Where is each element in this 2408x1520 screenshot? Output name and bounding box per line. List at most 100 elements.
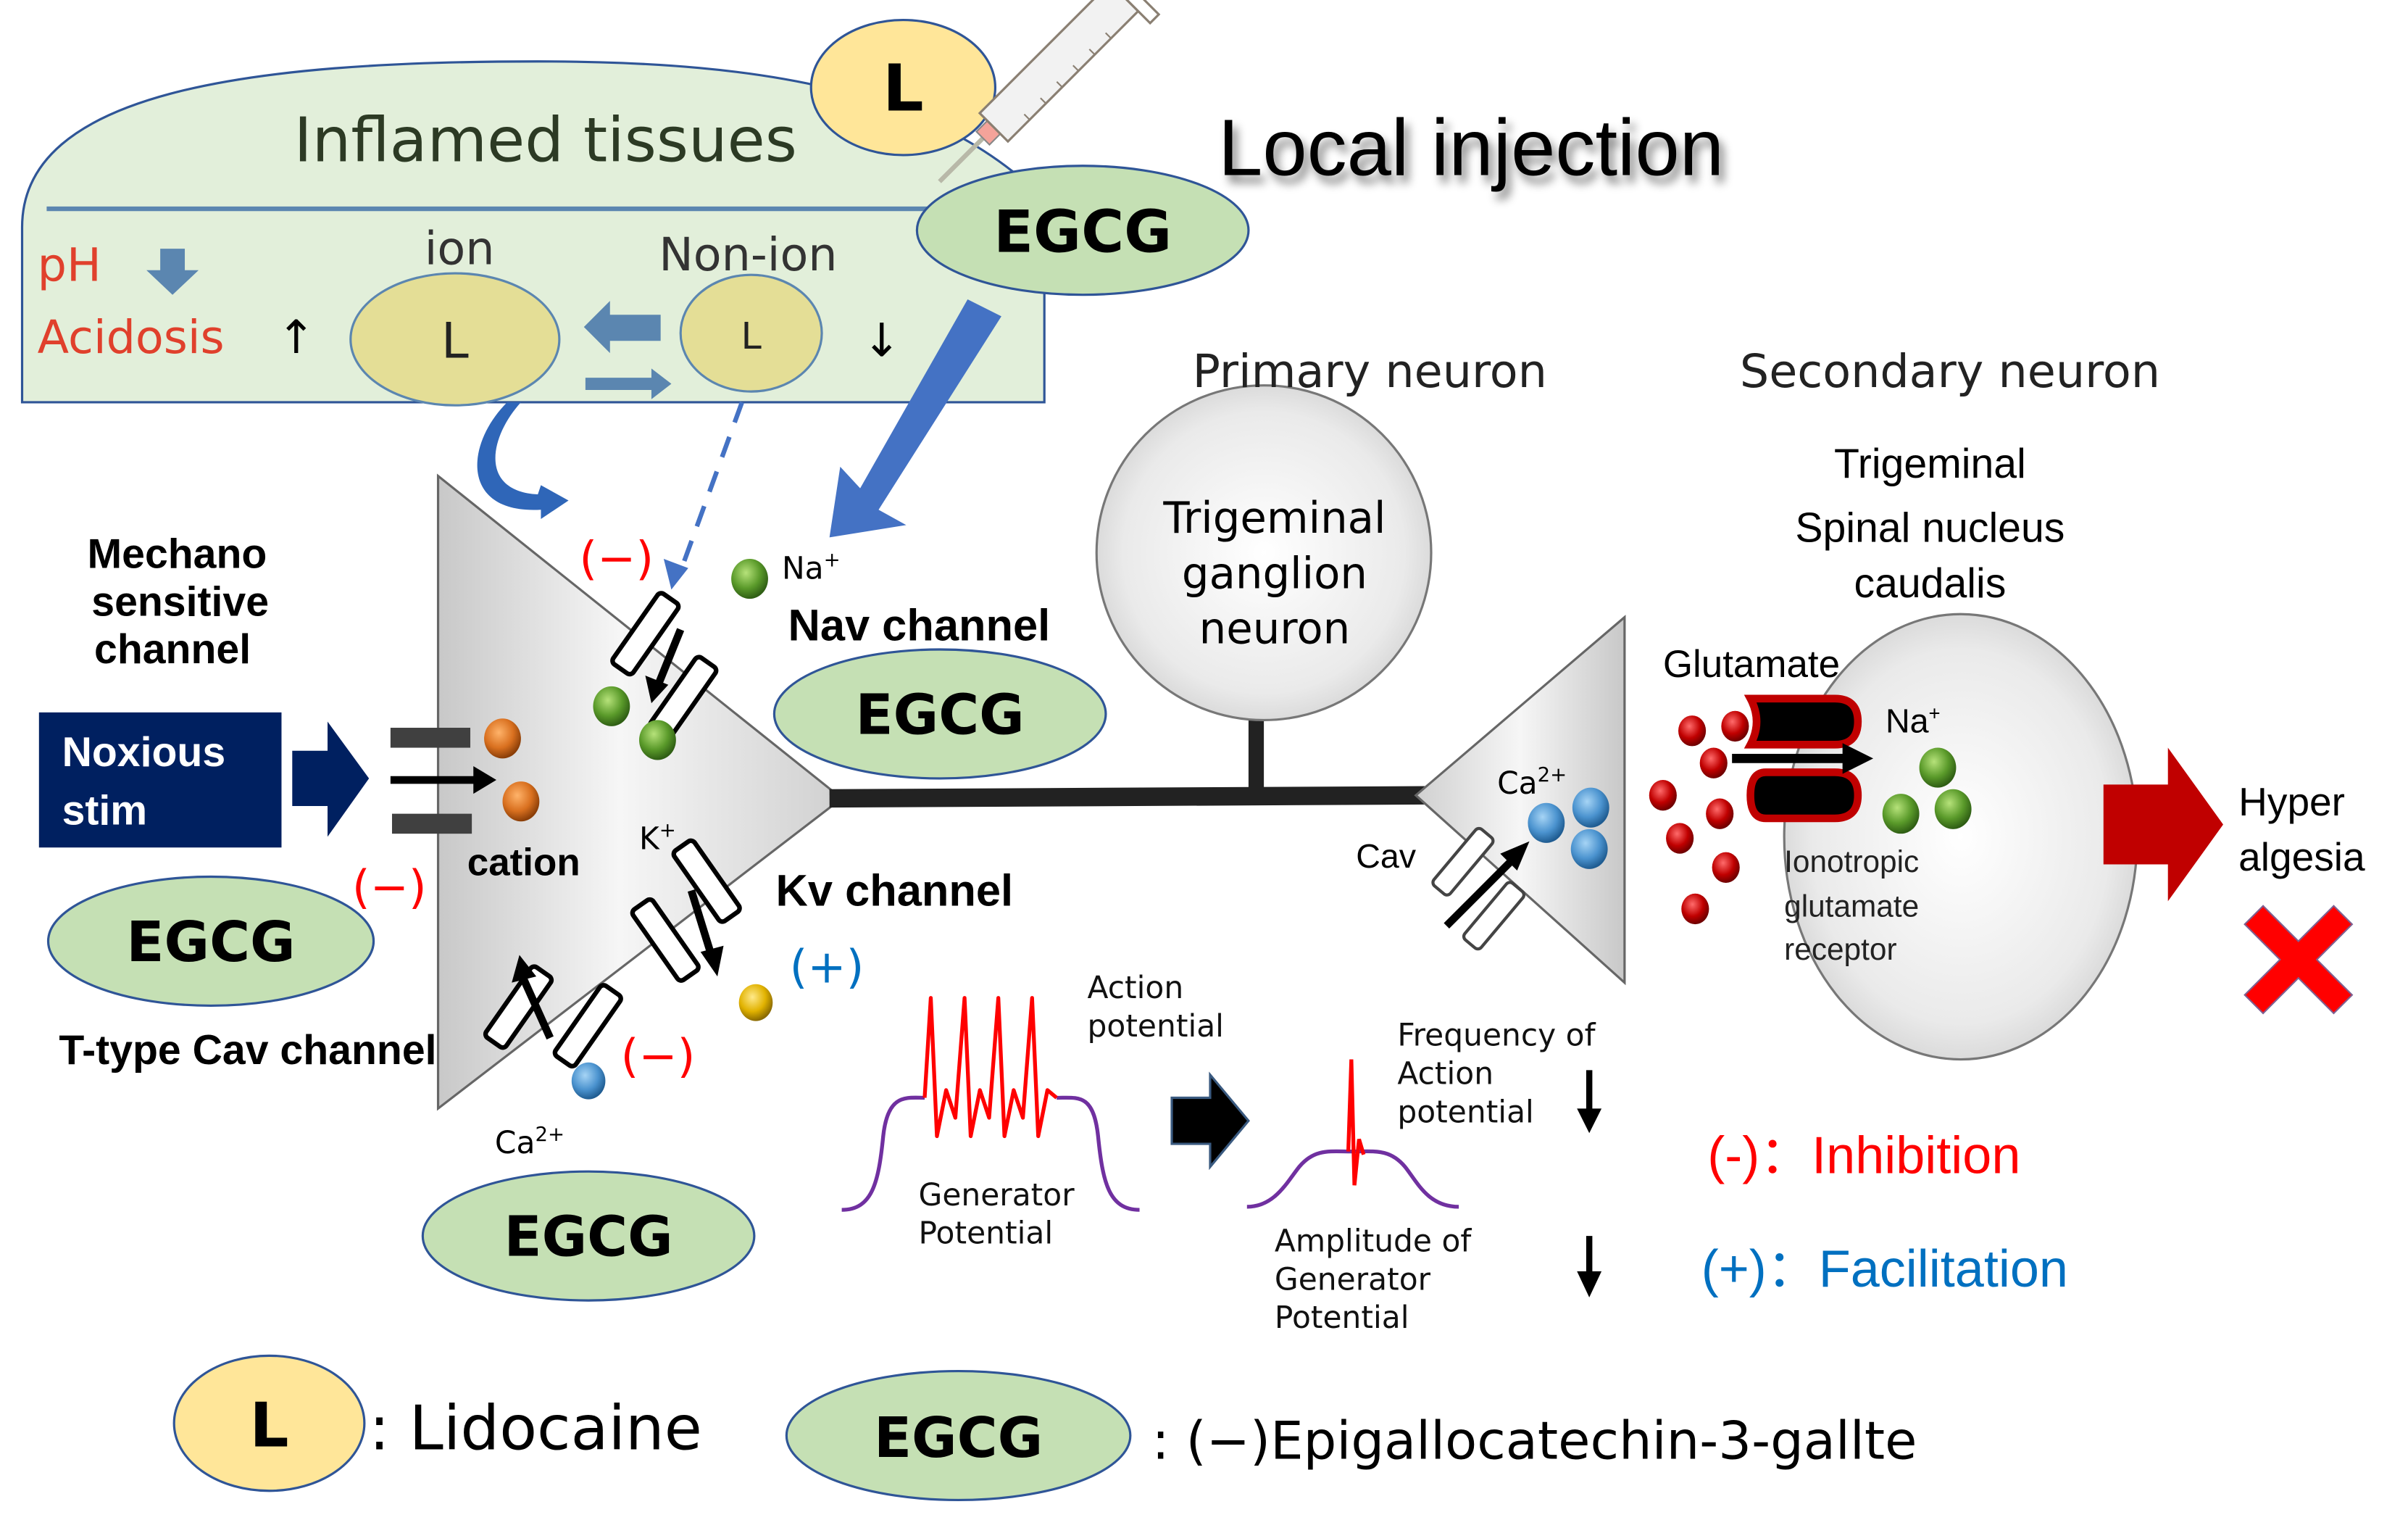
lidocaine-nonion-symbol: L [741, 315, 762, 357]
egcg-ttype-ellipse [421, 1170, 756, 1302]
cation-ball [484, 718, 521, 759]
amplitude-line-1: Amplitude of [1275, 1223, 1472, 1258]
glutamate-ball [1649, 780, 1677, 811]
receptor-top-half [1743, 694, 1862, 749]
receptor-line-1: Ionotropic [1784, 844, 1919, 879]
inflamed-tissues-panel: Inflamed tissues pH Acidosis ↑ ion Non-i… [20, 60, 1046, 407]
kv-flow-arrow-icon [700, 945, 724, 977]
action-potential-burst [922, 996, 1058, 1139]
acidosis-up-arrow-icon: ↑ [277, 310, 315, 364]
ganglion-line-1: Trigeminal [1162, 493, 1386, 543]
legend-facilitation: (+)：Facilitation [1701, 1240, 2068, 1298]
equilibrium-left-arrow-icon [583, 301, 661, 354]
kv-channel-pore [630, 838, 742, 983]
frequency-down-arrow-icon [1577, 1070, 1602, 1134]
hyper-line-1: Hyper [2238, 779, 2345, 824]
secondary-neuron-heading: Secondary neuron [1740, 344, 2160, 398]
axon-line [829, 786, 1428, 808]
glutamate-ball [1699, 747, 1728, 778]
mechano-channel-top [390, 728, 471, 748]
na-ball-inside [639, 720, 676, 760]
egcg-mechano-ellipse [46, 875, 375, 1007]
nonion-down-arrow-icon: ↓ [862, 313, 901, 367]
ttype-cav-label: T-type Cav channel [59, 1027, 436, 1073]
cation-label: cation [467, 841, 580, 884]
nucleus-line-3: caudalis [1854, 560, 2006, 607]
noxious-line-2: stim [62, 787, 148, 834]
k-ion-label: K+ [639, 818, 676, 856]
lidocaine-nonion-ellipse [679, 273, 823, 393]
ttype-flow-line [519, 974, 554, 1040]
ph-down-arrow-icon [146, 249, 199, 295]
legend-egcg-symbol: EGCG [874, 1405, 1043, 1470]
egcg-to-nav-arrow-icon [829, 299, 1001, 538]
glutamate-ball [1666, 823, 1694, 854]
glutamate-ball [1706, 798, 1734, 829]
curved-arrow-icon [477, 402, 569, 519]
ca-ball-outside [571, 1062, 606, 1100]
noxious-arrow-icon [292, 721, 370, 837]
glutamate-ball [1678, 715, 1707, 747]
ca-ion-label: Ca2+ [495, 1123, 564, 1160]
lidocaine-ion-ellipse [349, 272, 561, 407]
na-ball-post [1919, 747, 1957, 788]
glutamate-ball [1712, 852, 1740, 883]
noxious-line-1: Noxious [62, 729, 226, 776]
legend-lidocaine-symbol: L [250, 1389, 289, 1461]
ph-label: pH [38, 238, 101, 292]
ca-ball-presyn [1528, 802, 1565, 843]
receptor-bottom-half [1746, 768, 1862, 823]
glutamate-ball [1681, 893, 1709, 925]
ganglion-line-2: ganglion [1182, 548, 1367, 598]
frequency-line-1: Frequency of [1397, 1017, 1596, 1052]
ca-ball-presyn [1572, 787, 1609, 828]
mechano-channel-bottom [391, 813, 472, 834]
mechano-line-2: sensitive [91, 578, 269, 625]
primary-neuron-heading: Primary neuron [1193, 344, 1547, 398]
ion-label: ion [425, 221, 495, 275]
hyperalgesia-arrow-icon [2103, 747, 2223, 902]
mechano-inhibition-mark: (−) [352, 860, 427, 913]
legend-egcg-ellipse [785, 1369, 1132, 1502]
nucleus-line-2: Spinal nucleus [1795, 505, 2065, 552]
egcg-nav-ellipse [772, 648, 1107, 780]
legend-egcg-label: : (−)Epigallocatechin-3-gallte [1151, 1410, 1917, 1471]
frequency-line-3: potential [1397, 1094, 1533, 1129]
single-action-potential [1346, 1059, 1366, 1186]
glutamate-ball-cluster [1649, 710, 1749, 925]
hyper-line-2: algesia [2238, 834, 2365, 879]
transition-arrow-icon [1170, 1071, 1250, 1171]
dashed-arrow-line [678, 401, 744, 573]
legend-lidocaine-label: : Lidocaine [369, 1392, 702, 1464]
kv-flow-line [687, 889, 715, 957]
local-injection-title: Local injection [1218, 103, 1724, 192]
receptor-line-3: receptor [1784, 932, 1896, 966]
na-ion-label: Na+ [782, 549, 841, 586]
nav-inhibition-mark: (−) [579, 531, 654, 585]
receptor-flow-arrow-icon [1842, 743, 1874, 774]
nav-channel-label: Nav channel [788, 600, 1050, 650]
legend-inhibition: (-)：Inhibition [1707, 1126, 2020, 1184]
lidocaine-top-ellipse [809, 18, 997, 157]
na-ball-outside [731, 559, 768, 599]
nav-flow-arrow-icon [645, 676, 669, 704]
dashed-arrow-head-icon [663, 559, 688, 590]
generator-line-1: Generator [919, 1177, 1075, 1213]
nav-flow-line [654, 628, 685, 688]
inflamed-tissues-title: Inflamed tissues [294, 104, 797, 175]
syringe-icon [938, 0, 1161, 183]
amplitude-line-2: Generator [1275, 1261, 1431, 1297]
ganglion-line-3: neuron [1199, 604, 1351, 654]
mechano-line-1: Mechano [88, 531, 267, 578]
cav-presyn-channel-pore [1431, 826, 1526, 951]
amplitude-down-arrow-icon [1577, 1236, 1602, 1297]
cav-presyn-flow-arrow-icon [1500, 841, 1530, 871]
ttype-flow-arrow-icon [512, 955, 537, 983]
generator-potential-wave-1 [841, 1095, 1140, 1212]
egcg-mechano-label: EGCG [126, 910, 295, 974]
amplitude-line-3: Potential [1275, 1300, 1409, 1335]
glutamate-label: Glutamate [1663, 643, 1840, 686]
k-ball-outside [738, 984, 773, 1021]
cation-ball [502, 781, 540, 822]
acidosis-label: Acidosis [38, 310, 225, 364]
